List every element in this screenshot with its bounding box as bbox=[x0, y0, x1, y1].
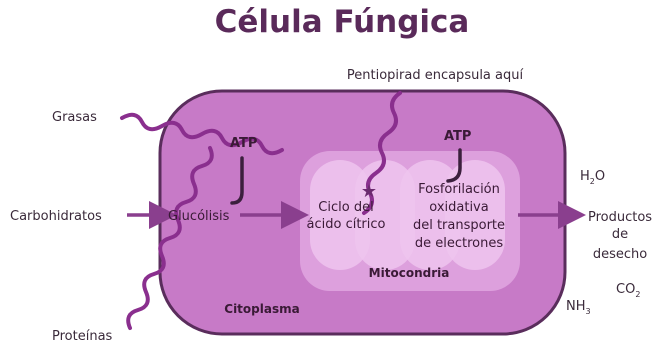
atp-left-label: ATP bbox=[230, 136, 257, 151]
pentiopirad-wavy-line bbox=[362, 91, 402, 215]
fosforilacion-label-line3: del transporte bbox=[413, 218, 505, 233]
carbohidratos-label: Carbohidratos bbox=[10, 209, 102, 224]
atp-right-label: ATP bbox=[444, 129, 471, 144]
h2o-label: H2O bbox=[580, 169, 605, 186]
pentiopirad-label: Pentiopirad encapsula aquí bbox=[347, 68, 524, 83]
proteinas-wavy-line bbox=[126, 146, 214, 330]
citoplasma-label: Citoplasma bbox=[224, 302, 299, 316]
productos-label-line2: de bbox=[612, 227, 628, 242]
pentiopirad-star-icon: ★ bbox=[361, 181, 377, 202]
mitocondria-label: Mitocondria bbox=[369, 266, 450, 280]
productos-label-line3: desecho bbox=[593, 247, 647, 262]
nh3-label: NH3 bbox=[566, 299, 591, 316]
fosforilacion-label-line2: oxidativa bbox=[429, 200, 488, 215]
productos-label-line1: Productos bbox=[588, 210, 652, 225]
fosforilacion-label-line4: de electrones bbox=[415, 236, 503, 251]
atp-right-hook bbox=[446, 148, 462, 183]
atp-left-hook bbox=[230, 156, 244, 205]
mitochondrion-crista-1 bbox=[310, 160, 370, 270]
ciclo-label-line2: ácido cítrico bbox=[307, 217, 386, 232]
glucolisis-label: Glucólisis bbox=[168, 209, 230, 224]
grasas-wavy-line bbox=[120, 112, 284, 156]
proteinas-label: Proteínas bbox=[52, 329, 113, 342]
fosforilacion-label-line1: Fosforilación bbox=[418, 182, 500, 197]
mitochondrion-crista-3 bbox=[400, 160, 460, 270]
grasas-label: Grasas bbox=[52, 110, 97, 125]
ciclo-label-line1: Ciclo del bbox=[318, 200, 373, 215]
co2-label: CO2 bbox=[616, 282, 640, 299]
mitochondrion-crista-4 bbox=[445, 160, 505, 270]
diagram-title: Célula Fúngica bbox=[215, 4, 470, 40]
